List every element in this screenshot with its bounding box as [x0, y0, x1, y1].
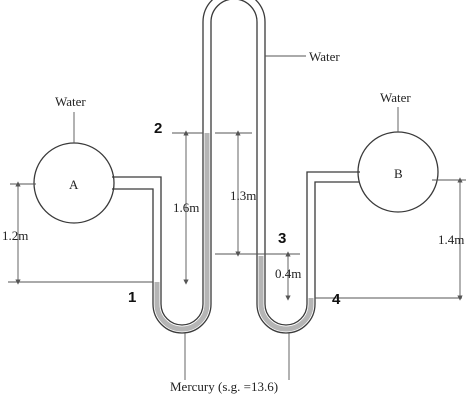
right-u-tube	[256, 22, 316, 334]
label-gap: 0.4m	[275, 266, 301, 281]
point-4: 4	[332, 291, 341, 308]
label-vessel-b: B	[394, 166, 403, 181]
label-mid-col: 1.3m	[230, 188, 256, 203]
label-water-top: Water	[309, 49, 340, 64]
point-3: 3	[278, 230, 286, 247]
label-water-a: Water	[55, 94, 86, 109]
pipe-b	[306, 171, 360, 304]
label-vessel-a: A	[69, 177, 79, 192]
label-water-b: Water	[380, 90, 411, 105]
point-2: 2	[154, 120, 162, 137]
pipe-a	[112, 176, 162, 304]
label-mercury-col: 1.6m	[173, 200, 199, 215]
top-inverted-u	[202, 0, 266, 23]
label-a-height: 1.2m	[2, 228, 28, 243]
left-u-tube	[152, 22, 212, 334]
label-b-height: 1.4m	[438, 232, 464, 247]
point-1: 1	[128, 289, 136, 306]
label-mercury: Mercury (s.g. =13.6)	[170, 379, 278, 394]
